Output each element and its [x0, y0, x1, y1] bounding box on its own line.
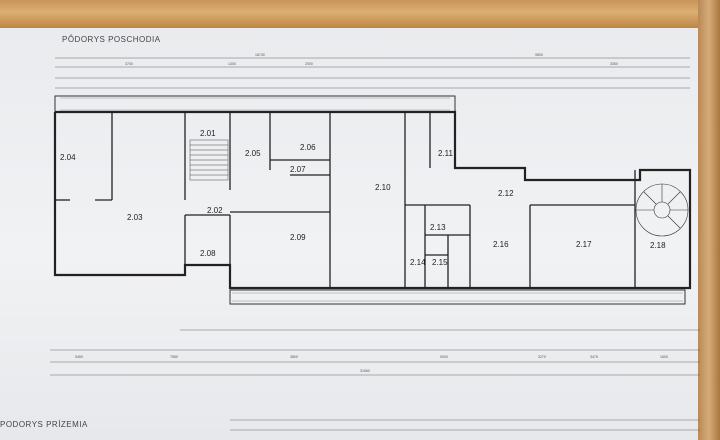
stairs-2-01 [189, 139, 229, 181]
room-2-10: 2.10 [375, 183, 391, 192]
balcony-bottom-hatch [232, 292, 683, 302]
dim-top-2: 1300 [228, 62, 236, 66]
dim-top-1: 3700 [125, 62, 133, 66]
room-2-07: 2.07 [290, 165, 306, 174]
dim-bottom-6: 1600 [660, 355, 668, 359]
room-2-13: 2.13 [430, 223, 446, 232]
dim-bottom-2: 3800 [290, 355, 298, 359]
interior-walls [55, 112, 636, 288]
dim-bottom-3: 9000 [440, 355, 448, 359]
room-2-16: 2.16 [493, 240, 509, 249]
ground-floor-fragment [230, 419, 700, 431]
room-2-06: 2.06 [300, 143, 316, 152]
room-2-04: 2.04 [60, 153, 76, 162]
spiral-stairs-2-18 [635, 183, 689, 237]
title-ground-floor-plan: PODORYS PRÍZEMIA [0, 420, 88, 429]
room-2-12: 2.12 [498, 189, 514, 198]
room-2-09: 2.09 [290, 233, 306, 242]
dim-bottom-0: 5450 [75, 355, 83, 359]
dim-top-3: 2000 [305, 62, 313, 66]
room-2-17: 2.17 [576, 240, 592, 249]
dim-top-4: 9800 [535, 53, 543, 57]
balcony-top [54, 95, 456, 113]
dim-bottom-5: 3475 [590, 355, 598, 359]
room-2-14: 2.14 [410, 258, 426, 267]
top-dimension-lines [55, 57, 690, 89]
dim-bottom-7: 31560 [360, 369, 370, 373]
outer-walls [53, 110, 692, 290]
room-2-05: 2.05 [245, 149, 261, 158]
balcony-bottom [229, 289, 686, 305]
room-2-18: 2.18 [650, 241, 666, 250]
bottom-dimension-lines [50, 329, 700, 376]
room-2-15: 2.15 [432, 258, 448, 267]
room-2-01: 2.01 [200, 129, 216, 138]
dim-top-0: 16730 [255, 53, 265, 57]
room-2-11: 2.11 [438, 149, 454, 158]
blueprint-sheet [0, 28, 702, 440]
room-2-03: 2.03 [127, 213, 143, 222]
dim-bottom-1: 7580 [170, 355, 178, 359]
room-2-02: 2.02 [207, 206, 223, 215]
room-2-08: 2.08 [200, 249, 216, 258]
title-upper-floor-plan: PÔDORYS POSCHODIA [62, 35, 161, 44]
wood-frame-top [0, 0, 720, 30]
balcony-top-hatch [60, 97, 450, 111]
dim-bottom-4: 3270 [538, 355, 546, 359]
wood-frame-right [698, 0, 720, 440]
dim-top-5: 3350 [610, 62, 618, 66]
